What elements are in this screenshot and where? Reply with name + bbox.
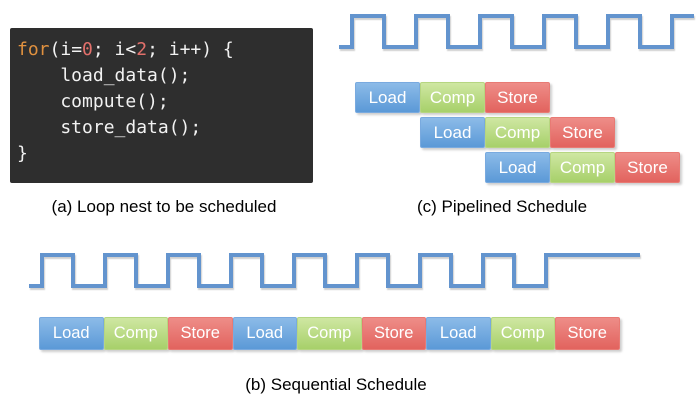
caption-a: (a) Loop nest to be scheduled [51,197,277,216]
schedule-block-load: Load [420,117,485,148]
clock-waveform-sequential [29,253,640,288]
schedule-block-comp: Comp [103,317,168,350]
code-line: load_data(); [17,65,191,86]
schedule-block-store: Store [168,317,233,350]
schedule-block-load: Load [355,82,420,113]
schedule-block-comp: Comp [550,152,615,183]
code-line: } [17,143,28,164]
schedule-block-load: Load [485,152,550,183]
schedule-block-store: Store [615,152,680,183]
schedule-block-load: Load [39,317,104,350]
clock-waveform-pipelined [339,14,694,49]
schedule-block-store: Store [485,82,550,113]
code-block: for(i=0; i<2; i++) { load_data(); comput… [10,28,313,183]
schedule-block-comp: Comp [490,317,555,350]
schedule-block-load: Load [232,317,297,350]
schedule-block-comp: Comp [485,117,550,148]
caption-b: (b) Sequential Schedule [245,375,427,394]
schedule-block-store: Store [550,117,615,148]
code-line: compute(); [17,91,169,112]
schedule-block-comp: Comp [297,317,362,350]
schedule-block-store: Store [361,317,426,350]
caption-c: (c) Pipelined Schedule [416,197,588,216]
schedule-block-store: Store [555,317,620,350]
code-line: store_data(); [17,117,202,138]
code-line: for(i=0; i<2; i++) { [17,39,234,60]
schedule-block-comp: Comp [420,82,485,113]
schedule-block-load: Load [426,317,491,350]
